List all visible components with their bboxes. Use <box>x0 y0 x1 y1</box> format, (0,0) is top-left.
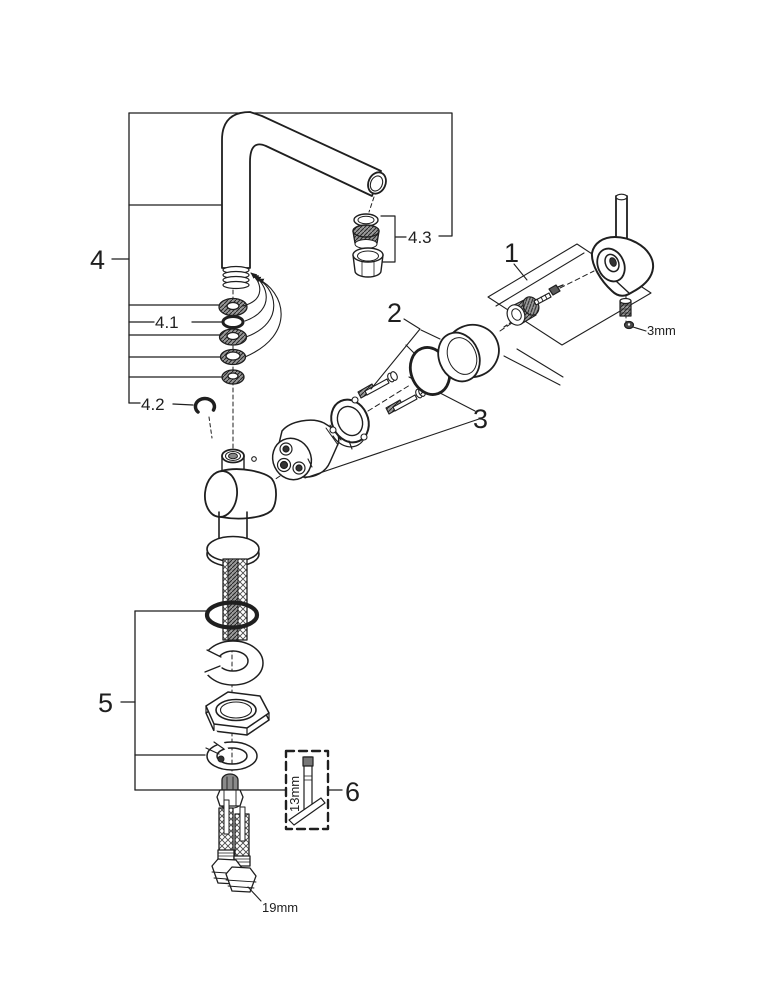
spout-thread <box>222 265 250 290</box>
aerator-housing <box>352 247 384 278</box>
support-o-ring <box>204 600 260 630</box>
measurement-13mm: 13mm <box>287 776 302 812</box>
o-ring-small <box>221 315 245 329</box>
flange-screw-1 <box>357 371 398 399</box>
handle-fixing-parts <box>503 284 564 328</box>
leader-1 <box>513 263 528 281</box>
leader-clip-4-2 <box>128 402 194 406</box>
spout-assembly <box>221 111 387 290</box>
tool-box-6 <box>284 749 330 831</box>
socket-tool <box>288 756 326 826</box>
hose-nut-right <box>225 866 257 893</box>
retaining-clip <box>193 396 217 439</box>
leader-19mm <box>247 886 262 902</box>
measurement-3mm: 3mm <box>647 323 676 338</box>
bracket-4-3 <box>380 215 407 263</box>
callout-bracket-5 <box>120 610 343 791</box>
swivel-washer-stack <box>218 297 248 385</box>
callout-1-label: 1 <box>504 238 519 268</box>
leader-3mm <box>632 326 647 332</box>
callout-lines-2 <box>370 318 441 390</box>
faucet-body <box>204 448 277 568</box>
callout-3-label: 3 <box>473 404 488 434</box>
callout-4-3-label: 4.3 <box>408 228 432 247</box>
callout-4-2-label: 4.2 <box>141 395 165 414</box>
axis-aerator <box>368 196 375 213</box>
assembly-arcs <box>242 272 282 358</box>
hex-key-tip <box>623 320 635 330</box>
aerator-assembly <box>352 213 407 278</box>
knurled-adapter <box>506 296 540 326</box>
hose-right-tube <box>239 806 246 842</box>
cap-inner <box>446 337 478 375</box>
bracket-4-top-to-4-3 <box>128 112 453 237</box>
callout-5-label: 5 <box>98 688 113 718</box>
handle-assembly <box>590 193 655 332</box>
set-screw <box>619 297 632 317</box>
aerator-insert <box>352 224 380 249</box>
cartridge-ports <box>276 442 306 475</box>
callout-plane-1 <box>487 243 652 386</box>
curved-washer <box>202 730 258 771</box>
body-pin-hole <box>251 456 257 462</box>
cap-and-oring <box>408 323 500 396</box>
supply-hoses <box>211 799 262 902</box>
callout-4-label: 4 <box>90 245 105 275</box>
cartridge-group <box>271 371 426 481</box>
labels: 4 4.1 4.2 4.3 1 2 3 5 6 3mm 13mm 19mm <box>90 228 676 915</box>
callout-4-1-label: 4.1 <box>155 313 179 332</box>
hose-fitting-nut <box>216 773 244 809</box>
handle-screw <box>533 284 564 306</box>
escutcheon <box>206 535 260 563</box>
horseshoe-wedge <box>196 640 264 686</box>
cartridge-flange <box>329 396 370 448</box>
mounting-nut-plate <box>205 691 270 736</box>
hose-left-tube <box>223 799 230 835</box>
callout-6-label: 6 <box>345 777 360 807</box>
spout-outlet-inner <box>369 175 384 192</box>
measurement-19mm: 19mm <box>262 900 298 915</box>
callout-bracket-4 <box>111 112 453 406</box>
callout-2-label: 2 <box>387 298 402 328</box>
